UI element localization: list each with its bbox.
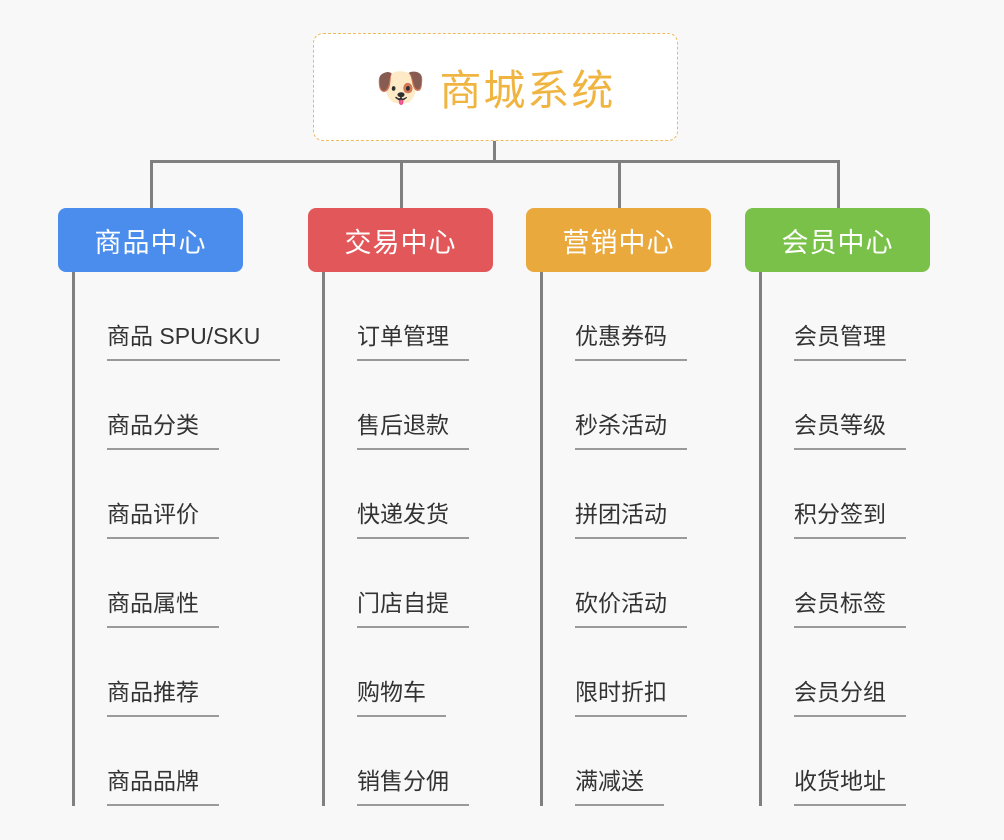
- list-item[interactable]: 拼团活动: [543, 450, 711, 539]
- list-item[interactable]: 砍价活动: [543, 539, 711, 628]
- connector-branch-member: [837, 160, 840, 208]
- list-item[interactable]: 售后退款: [325, 361, 493, 450]
- leaf-label: 售后退款: [357, 411, 469, 450]
- leaf-label: 拼团活动: [575, 500, 687, 539]
- branch-header-label: 会员中心: [781, 227, 894, 258]
- leaf-label: 快递发货: [357, 500, 469, 539]
- leaf-label: 商品分类: [107, 411, 219, 450]
- list-item[interactable]: 优惠券码: [543, 272, 711, 361]
- leaf-label: 会员标签: [794, 589, 906, 628]
- dog-face-icon: 🐶: [375, 66, 426, 110]
- list-item[interactable]: 门店自提: [325, 539, 493, 628]
- branch-member: 会员中心 会员管理 会员等级 积分签到 会员标签 会员分组 收货地址: [745, 208, 930, 806]
- branch-marketing: 营销中心 优惠券码 秒杀活动 拼团活动 砍价活动 限时折扣 满减送: [526, 208, 711, 806]
- branch-header-label: 商品中心: [94, 227, 207, 258]
- root-title: 商城系统: [439, 66, 616, 114]
- leaf-label: 限时折扣: [575, 678, 687, 717]
- branch-products: 商品中心 商品 SPU/SKU 商品分类 商品评价 商品属性 商品推荐 商品品牌: [58, 208, 281, 806]
- list-item[interactable]: 会员等级: [762, 361, 930, 450]
- list-item[interactable]: 会员管理: [762, 272, 930, 361]
- list-item[interactable]: 商品评价: [75, 450, 280, 539]
- branch-header-trade[interactable]: 交易中心: [308, 208, 493, 272]
- leaf-label: 积分签到: [794, 500, 906, 539]
- list-item[interactable]: 商品属性: [75, 539, 280, 628]
- leaf-label: 满减送: [575, 767, 664, 806]
- list-item[interactable]: 购物车: [325, 628, 493, 717]
- branch-header-label: 营销中心: [562, 227, 675, 258]
- list-item[interactable]: 快递发货: [325, 450, 493, 539]
- leaf-label: 销售分佣: [357, 767, 469, 806]
- branch-header-marketing[interactable]: 营销中心: [526, 208, 711, 272]
- leaf-label: 商品 SPU/SKU: [107, 322, 281, 361]
- list-item[interactable]: 商品分类: [75, 361, 280, 450]
- connector-branch-trade: [400, 160, 403, 208]
- list-item[interactable]: 满减送: [543, 717, 711, 806]
- list-item[interactable]: 会员标签: [762, 539, 930, 628]
- connector-branch-products: [150, 160, 153, 208]
- list-item[interactable]: 会员分组: [762, 628, 930, 717]
- list-item[interactable]: 商品 SPU/SKU: [75, 272, 281, 361]
- branch-header-member[interactable]: 会员中心: [745, 208, 930, 272]
- leaf-label: 秒杀活动: [575, 411, 687, 450]
- leaf-label: 商品推荐: [107, 678, 219, 717]
- list-item[interactable]: 限时折扣: [543, 628, 711, 717]
- list-item[interactable]: 商品推荐: [75, 628, 280, 717]
- leaf-list-member: 会员管理 会员等级 积分签到 会员标签 会员分组 收货地址: [759, 272, 930, 806]
- connector-branch-marketing: [618, 160, 621, 208]
- branch-trade: 交易中心 订单管理 售后退款 快递发货 门店自提 购物车 销售分佣: [308, 208, 493, 806]
- list-item[interactable]: 订单管理: [325, 272, 493, 361]
- list-item[interactable]: 积分签到: [762, 450, 930, 539]
- leaf-label: 会员分组: [794, 678, 906, 717]
- leaf-label: 商品品牌: [107, 767, 219, 806]
- leaf-label: 会员管理: [794, 322, 906, 361]
- leaf-label: 优惠券码: [575, 322, 687, 361]
- list-item[interactable]: 销售分佣: [325, 717, 493, 806]
- connector-root-stem: [493, 141, 496, 163]
- root-node-shopping-mall-system[interactable]: 🐶 商城系统: [313, 33, 678, 141]
- leaf-list-trade: 订单管理 售后退款 快递发货 门店自提 购物车 销售分佣: [322, 272, 493, 806]
- leaf-label: 收货地址: [794, 767, 906, 806]
- leaf-list-marketing: 优惠券码 秒杀活动 拼团活动 砍价活动 限时折扣 满减送: [540, 272, 711, 806]
- leaf-label: 订单管理: [357, 322, 469, 361]
- branch-header-products[interactable]: 商品中心: [58, 208, 243, 272]
- leaf-label: 商品评价: [107, 500, 219, 539]
- list-item[interactable]: 秒杀活动: [543, 361, 711, 450]
- leaf-list-products: 商品 SPU/SKU 商品分类 商品评价 商品属性 商品推荐 商品品牌: [72, 272, 281, 806]
- list-item[interactable]: 商品品牌: [75, 717, 280, 806]
- leaf-label: 砍价活动: [575, 589, 687, 628]
- leaf-label: 商品属性: [107, 589, 219, 628]
- connector-horizontal-bus: [150, 160, 840, 163]
- list-item[interactable]: 收货地址: [762, 717, 930, 806]
- leaf-label: 会员等级: [794, 411, 906, 450]
- leaf-label: 购物车: [357, 678, 446, 717]
- leaf-label: 门店自提: [357, 589, 469, 628]
- branch-header-label: 交易中心: [344, 227, 457, 258]
